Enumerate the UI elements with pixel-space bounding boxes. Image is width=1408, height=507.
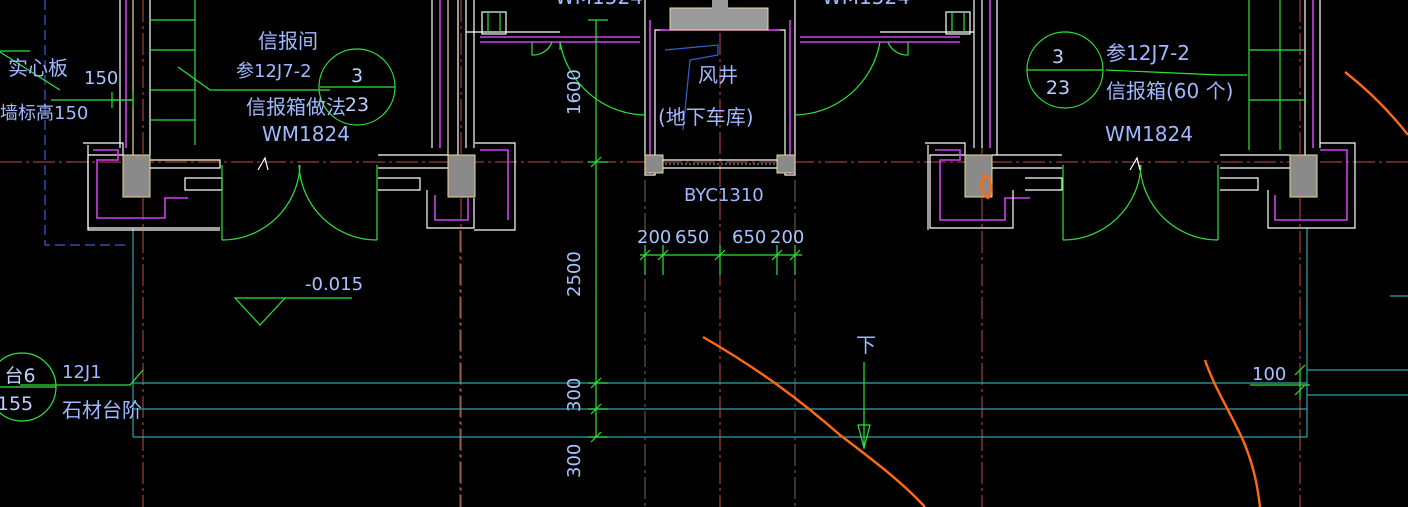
terrace-outline xyxy=(132,228,1408,438)
air-shaft-label: 风井 xyxy=(698,63,738,87)
dim-v-300b: 300 xyxy=(564,444,585,478)
ref-right: 参12J7-2 xyxy=(1106,41,1190,65)
top-left-cut-code: WM1524 xyxy=(555,0,643,9)
down-label: 下 xyxy=(856,333,876,357)
dim-h-200b: 200 xyxy=(770,227,804,248)
dim-v-1600: 1600 xyxy=(564,69,585,115)
dim-h-650a: 650 xyxy=(675,227,709,248)
elevation-value: -0.015 xyxy=(305,274,363,295)
elevation-marker: -0.015 xyxy=(233,274,363,326)
column-left-b xyxy=(447,154,476,198)
detail-callout-right: 3 23 xyxy=(1026,31,1104,109)
mailbox-count: 信报箱(60 个) xyxy=(1106,79,1233,103)
dim-h-200a: 200 xyxy=(637,227,671,248)
door-right-code: WM1824 xyxy=(1105,122,1193,146)
column-left-a xyxy=(122,154,151,198)
room-mail-label: 信报间 xyxy=(258,29,318,53)
annotations-text: 信报间 参12J7-2 信报箱做法 WM1824 实心板 墙标高150 150 … xyxy=(0,0,1286,478)
detail-step-bottom: 155 xyxy=(0,393,33,415)
detail-callout-left: 3 23 xyxy=(318,48,396,126)
left-slab xyxy=(44,0,1305,246)
right-wall-group xyxy=(925,0,1356,230)
door-swings xyxy=(221,41,1219,241)
louver-code: BYC1310 xyxy=(684,185,764,206)
detail-callout-step: 台6 155 xyxy=(0,352,57,422)
solid-slab-label: 实心板 xyxy=(8,56,68,80)
stone-step-label: 石材台阶 xyxy=(62,398,142,422)
horizontal-dimension xyxy=(639,245,802,275)
air-shaft-note: (地下车库) xyxy=(658,105,754,129)
right-100-dimension xyxy=(1294,364,1306,400)
dim-left-150: 150 xyxy=(84,68,118,89)
left-wall-group xyxy=(83,0,516,231)
vertical-dimension xyxy=(588,19,608,443)
door-left-code: WM1824 xyxy=(262,122,350,146)
markup-strokes xyxy=(702,71,1408,507)
column-right-b xyxy=(1289,154,1318,198)
top-right-cut-code: WM1524 xyxy=(822,0,910,9)
column-right-a xyxy=(964,154,993,198)
mailbox-method: 信报箱做法 xyxy=(246,95,346,119)
dim-h-650b: 650 xyxy=(732,227,766,248)
detail-left-top: 3 xyxy=(351,65,363,87)
detail-right-bottom: 23 xyxy=(1046,77,1070,99)
leaders xyxy=(0,50,1310,386)
detail-right-top: 3 xyxy=(1052,46,1064,68)
dim-v-300a: 300 xyxy=(564,378,585,412)
dim-v-2500: 2500 xyxy=(564,251,585,297)
wall-height-label: 墙标高150 xyxy=(0,103,88,124)
detail-step-top: 台6 xyxy=(4,365,35,387)
stair-down-arrow: 下 xyxy=(856,333,876,451)
left-150-dimension xyxy=(111,92,134,108)
air-shaft-group xyxy=(466,0,975,176)
ref-left: 参12J7-2 xyxy=(236,61,312,82)
detail-left-bottom: 23 xyxy=(345,94,369,116)
stone-step-ref: 12J1 xyxy=(62,362,102,383)
dim-right-100: 100 xyxy=(1252,364,1286,385)
